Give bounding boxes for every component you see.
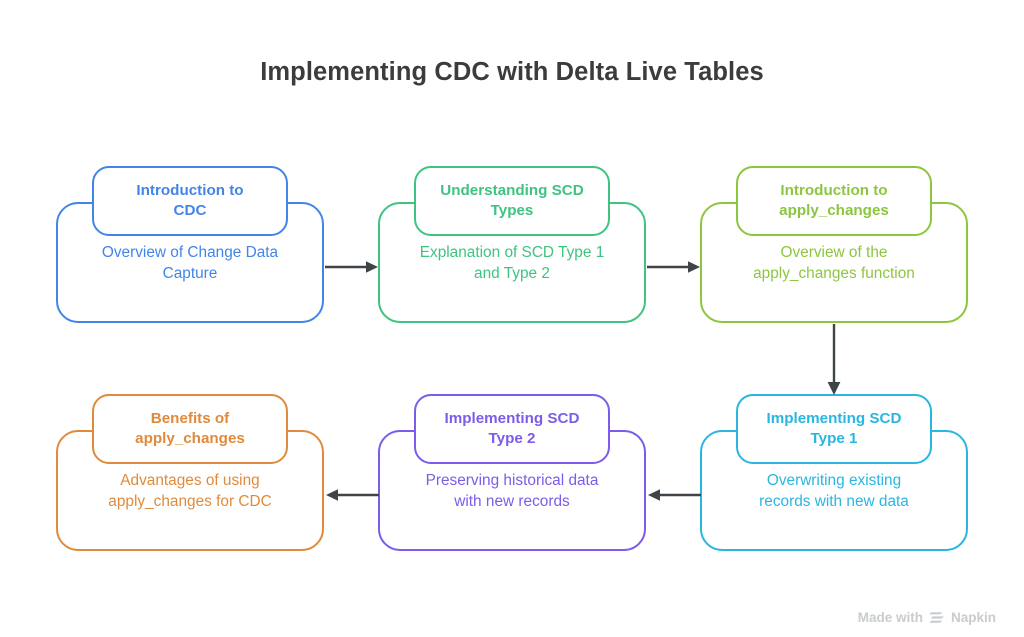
node-description: Overwriting existing records with new da… (759, 471, 909, 510)
connector-scd-types-to-apply-changes (647, 258, 701, 276)
napkin-logo-icon (929, 611, 945, 625)
node-heading: Understanding SCD Types (414, 166, 610, 236)
connector-cdc-to-scd-types (325, 258, 379, 276)
node-description: Preserving historical data with new reco… (425, 471, 599, 510)
node-heading: Introduction to CDC (92, 166, 288, 236)
node-description: Explanation of SCD Type 1 and Type 2 (419, 243, 605, 282)
node-description: Overview of Change Data Capture (101, 243, 279, 282)
node-heading: Implementing SCD Type 1 (736, 394, 932, 464)
node-description: Advantages of using apply_changes for CD… (108, 471, 272, 510)
node-heading: Benefits of apply_changes (92, 394, 288, 464)
watermark-prefix: Made with (857, 610, 923, 625)
watermark-brand: Napkin (950, 610, 996, 625)
node-description: Overview of the apply_changes function (753, 243, 915, 282)
node-heading: Introduction to apply_changes (736, 166, 932, 236)
connector-apply-changes-to-scd-type-1 (825, 324, 843, 396)
connector-scd-type-2-to-benefits (325, 486, 379, 504)
node-heading: Implementing SCD Type 2 (414, 394, 610, 464)
page-title: Implementing CDC with Delta Live Tables (260, 58, 764, 86)
watermark: Made with Napkin (858, 610, 996, 625)
connector-scd-type-1-to-scd-type-2 (647, 486, 701, 504)
